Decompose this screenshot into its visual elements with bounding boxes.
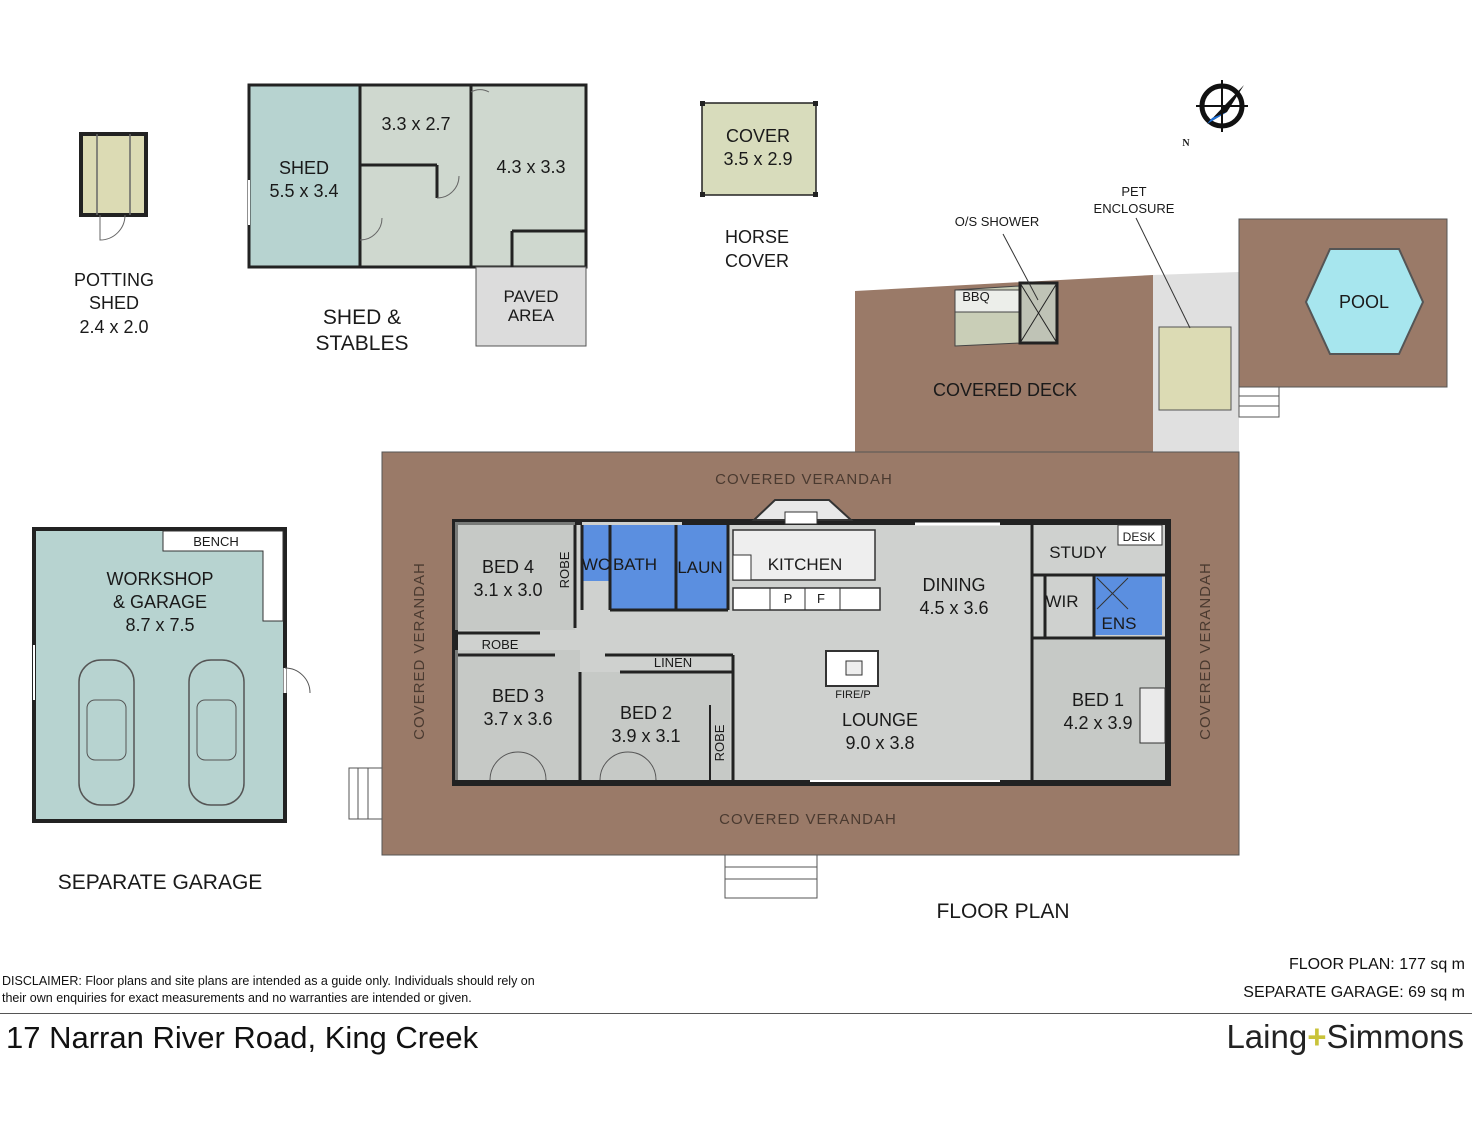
verandah-left-label: COVERED VERANDAH	[411, 562, 428, 740]
bed1-label: BED 1	[1072, 690, 1124, 710]
brand-name-a: Laing	[1226, 1018, 1308, 1055]
bed2-dimensions: 3.9 x 3.1	[611, 726, 680, 746]
cover-dimensions: 3.5 x 2.9	[723, 149, 792, 169]
bed4-dimensions: 3.1 x 3.0	[473, 580, 542, 600]
agency-logo: Laing+Simmons	[1226, 1018, 1464, 1056]
separate-garage-title: SEPARATE GARAGE	[58, 871, 263, 894]
desk-label: DESK	[1123, 530, 1156, 544]
brand-name-b: Simmons	[1326, 1018, 1464, 1055]
bbq-label: BBQ	[962, 289, 989, 304]
bed4-label: BED 4	[482, 557, 534, 577]
verandah-top-label: COVERED VERANDAH	[715, 471, 893, 488]
pet-enclosure-label: PET	[1121, 184, 1146, 199]
shed-label: SHED	[279, 158, 329, 178]
lounge-label: LOUNGE	[842, 710, 918, 730]
floor-plan-title: FLOOR PLAN	[936, 900, 1069, 923]
potting-shed: POTTING SHED 2.4 x 2.0	[74, 132, 154, 337]
footer-divider	[0, 1013, 1472, 1014]
bench-label: BENCH	[193, 534, 239, 549]
fridge-label: F	[817, 591, 825, 606]
stables-title-2: STABLES	[316, 332, 409, 355]
bed1-dimensions: 4.2 x 3.9	[1063, 713, 1132, 733]
brand-plus: +	[1307, 1018, 1327, 1055]
linen-label: LINEN	[654, 655, 692, 670]
verandah-bottom-label: COVERED VERANDAH	[719, 811, 897, 828]
wir-label: WIR	[1045, 592, 1078, 611]
compass-icon: N	[1182, 80, 1248, 149]
separate-garage: BENCH WORKSHOP & GARAGE 8.7 x 7.5 SEPARA…	[32, 527, 311, 894]
lounge-dimensions: 9.0 x 3.8	[845, 733, 914, 753]
wc-label: WC	[582, 555, 610, 574]
house-interior: BED 4 3.1 x 3.0 ROBE ROBE WC BATH LAUN K…	[452, 499, 1171, 786]
study-label: STUDY	[1049, 543, 1107, 562]
laundry-label: LAUN	[677, 558, 722, 577]
stable-a-dimensions: 3.3 x 2.7	[381, 114, 450, 134]
bed3-dimensions: 3.7 x 3.6	[483, 709, 552, 729]
bed2-label: BED 2	[620, 703, 672, 723]
bed4-robe-label: ROBE	[557, 551, 572, 588]
cover-label: COVER	[726, 126, 790, 146]
ensuite-label: ENS	[1102, 614, 1137, 633]
kitchen-label: KITCHEN	[768, 555, 843, 574]
bath-label: BATH	[613, 555, 657, 574]
dining-dimensions: 4.5 x 3.6	[919, 598, 988, 618]
bed2-robe-label: ROBE	[712, 724, 727, 761]
compass-north-label: N	[1182, 138, 1190, 149]
shed-stables: SHED 5.5 x 3.4 3.3 x 2.7 4.3 x 3.3 PAVED…	[247, 83, 588, 355]
fireplace-label: FIRE/P	[835, 689, 870, 701]
property-address: 17 Narran River Road, King Creek	[6, 1020, 479, 1055]
bed3-robe-label: ROBE	[482, 637, 519, 652]
horse-cover: COVER 3.5 x 2.9 HORSE COVER	[700, 101, 818, 271]
pet-enclosure-label-2: ENCLOSURE	[1094, 201, 1175, 216]
floor-area-label: FLOOR PLAN: 177 sq m	[1288, 956, 1465, 973]
potting-shed-label-2: SHED	[89, 293, 139, 313]
pantry-label: P	[784, 591, 793, 606]
dining-label: DINING	[923, 575, 986, 595]
garage-area-label: SEPARATE GARAGE: 69 sq m	[1243, 984, 1465, 1001]
horse-cover-title-2: COVER	[725, 251, 789, 271]
deck-area: O/S SHOWER PET ENCLOSURE BBQ COVERED DEC…	[855, 184, 1448, 452]
paved-area-label-2: AREA	[508, 306, 555, 325]
covered-deck-label: COVERED DECK	[933, 380, 1077, 400]
verandah-right-label: COVERED VERANDAH	[1197, 562, 1214, 740]
outdoor-shower-label: O/S SHOWER	[955, 214, 1040, 229]
potting-shed-label: POTTING	[74, 270, 154, 290]
pool-label: POOL	[1339, 292, 1389, 312]
bed3-label: BED 3	[492, 686, 544, 706]
stable-b-dimensions: 4.3 x 3.3	[496, 157, 565, 177]
paved-area-label: PAVED	[503, 287, 558, 306]
workshop-dimensions: 8.7 x 7.5	[125, 615, 194, 635]
workshop-label-2: & GARAGE	[113, 592, 207, 612]
potting-shed-dimensions: 2.4 x 2.0	[79, 317, 148, 337]
workshop-label: WORKSHOP	[106, 569, 213, 589]
stables-title: SHED &	[323, 306, 401, 329]
shed-dimensions: 5.5 x 3.4	[269, 181, 338, 201]
disclaimer-text: DISCLAIMER: Floor plans and site plans a…	[2, 974, 535, 1005]
horse-cover-title: HORSE	[725, 227, 789, 247]
